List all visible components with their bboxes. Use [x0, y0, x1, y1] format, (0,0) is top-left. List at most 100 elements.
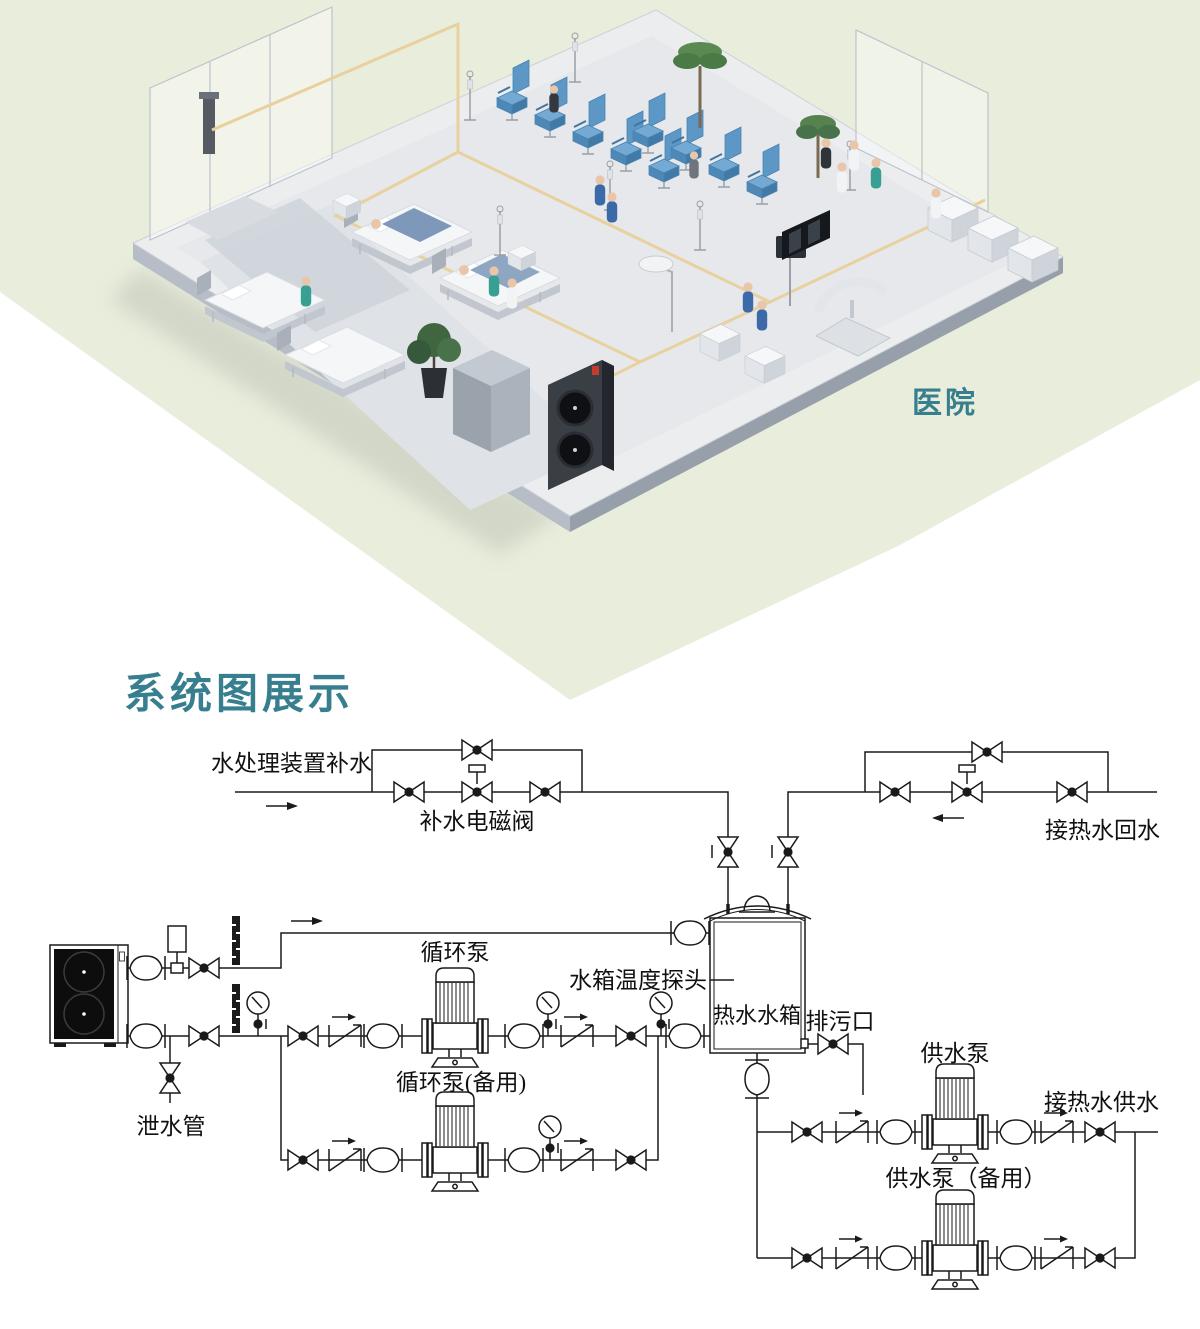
gate-valve-icon: [777, 836, 799, 868]
glass-walls: [149, 6, 989, 241]
person-nurse: [756, 300, 768, 331]
gate-valve-icon: [287, 1025, 319, 1047]
flex-connector-icon: [744, 1059, 770, 1099]
flex-connector-icon: [876, 1245, 916, 1271]
gate-valve-icon: [159, 1062, 181, 1094]
gate-valve-icon: [791, 1247, 823, 1269]
pressure-gauge-icon: [649, 991, 673, 1037]
circulation-pump-icon: [421, 967, 489, 1068]
flex-connector-icon: [996, 1245, 1036, 1271]
flex-connector-icon: [665, 1023, 705, 1049]
patient: [459, 254, 540, 288]
gate-valve-icon: [717, 836, 739, 868]
check-valve-icon: [328, 1136, 362, 1172]
gate-valve-icon: [1056, 781, 1088, 803]
gate-valve-icon: [1084, 1247, 1116, 1269]
heat-pump-unit: [49, 944, 129, 1047]
thermometer-icon: [231, 983, 241, 1034]
shower-unit: [185, 92, 278, 240]
hospital-beds: [196, 193, 561, 398]
flex-connector-icon: [996, 1119, 1036, 1145]
c-arm-machine: [813, 277, 892, 357]
person-doctor: [930, 188, 942, 219]
gate-valve-icon: [393, 781, 425, 803]
label-drain-pipe: 泄水管: [137, 1114, 206, 1139]
palm-plant: [796, 115, 840, 178]
flex-connector-icon: [670, 920, 710, 946]
person-doctor: [506, 278, 518, 309]
gate-valve-icon: [188, 957, 220, 979]
heat-pump-outdoor-unit: [548, 360, 614, 490]
thermometer-icon: [231, 915, 241, 966]
solenoid-valve-icon: [462, 765, 492, 802]
gate-valve-icon: [615, 1025, 647, 1047]
label-makeup-water: 水处理装置补水: [211, 751, 372, 776]
gate-valve-icon: [791, 1121, 823, 1143]
person-nurse: [606, 192, 618, 223]
flow-arrow-icon: [931, 813, 965, 823]
medical-equipment: [638, 195, 1059, 384]
flow-arrow-icon: [265, 801, 299, 811]
gate-valve-icon: [1084, 1121, 1116, 1143]
check-valve-icon: [328, 1012, 362, 1048]
person-nurse: [870, 158, 882, 189]
flex-connector-icon: [876, 1119, 916, 1145]
person-nurse: [300, 276, 312, 307]
person-seated: [549, 85, 559, 113]
gate-valve-icon: [615, 1149, 647, 1171]
system-diagram: 水处理装置补水 补水电磁阀 接热水回水 水箱温度探头 热水水箱 排污口 循环泵 …: [49, 739, 1161, 1290]
label-drain-outlet: 排污口: [806, 1009, 875, 1034]
check-valve-icon: [835, 1108, 869, 1144]
solenoid-valve-icon: [952, 765, 982, 802]
plants: [407, 42, 840, 398]
pressure-gauge-icon: [536, 991, 560, 1037]
flex-connector-icon: [363, 1023, 403, 1049]
circulation-pump-backup-icon: [421, 1091, 489, 1192]
supply-pump-backup-icon: [921, 1189, 989, 1290]
equipment-cabinet: [453, 350, 530, 452]
person-nurse: [594, 175, 606, 206]
label-hot-water-return: 接热水回水: [1045, 818, 1160, 843]
label-supply-pump-backup: 供水泵（备用）: [886, 1166, 1047, 1191]
flow-arrow-icon: [290, 916, 324, 926]
floor-mat: [205, 198, 410, 332]
check-valve-icon: [560, 1136, 594, 1172]
person-doctor: [848, 140, 860, 171]
label-circulation-pump: 循环泵: [421, 940, 490, 965]
check-valve-icon: [835, 1234, 869, 1270]
flex-connector-icon: [504, 1147, 544, 1173]
label-hot-water-supply: 接热水供水: [1044, 1090, 1159, 1115]
person-nurse: [742, 282, 754, 313]
hero-illustration: [0, 0, 1200, 700]
pressure-gauge-icon: [246, 991, 270, 1037]
person-nurse: [488, 266, 500, 297]
person-seated: [689, 151, 699, 179]
section-title: 系统图展示: [124, 670, 355, 717]
label-makeup-solenoid-valve: 补水电磁阀: [420, 809, 535, 834]
gate-valve-icon: [817, 1033, 849, 1055]
gate-valve-icon: [879, 781, 911, 803]
flex-connector-icon: [126, 1023, 166, 1049]
xray-viewer: [782, 210, 830, 260]
gate-valve-icon: [529, 781, 561, 803]
label-hot-water-tank: 热水水箱: [713, 1003, 801, 1028]
person-doctor: [836, 162, 848, 193]
hot-water-tank: [703, 845, 812, 1054]
expansion-vessel: [167, 925, 187, 974]
palm-plant: [673, 42, 727, 128]
drain-outlet-line: [806, 1043, 864, 1095]
potted-tree: [407, 323, 461, 398]
gate-valve-icon: [287, 1149, 319, 1171]
label-supply-pump: 供水泵: [921, 1041, 990, 1066]
person-visitor: [820, 138, 832, 169]
label-tank-temp-probe: 水箱温度探头: [569, 968, 707, 993]
label-circulation-pump-backup: 循环泵(备用): [396, 1070, 526, 1095]
components: [126, 739, 1116, 1290]
flex-connector-icon: [504, 1023, 544, 1049]
flex-connector-icon: [126, 955, 166, 981]
check-valve-icon: [560, 1012, 594, 1048]
supply-pump-icon: [921, 1063, 989, 1164]
diagram-labels: 水处理装置补水 补水电磁阀 接热水回水 水箱温度探头 热水水箱 排污口 循环泵 …: [137, 751, 1161, 1191]
flex-connector-icon: [363, 1147, 403, 1173]
